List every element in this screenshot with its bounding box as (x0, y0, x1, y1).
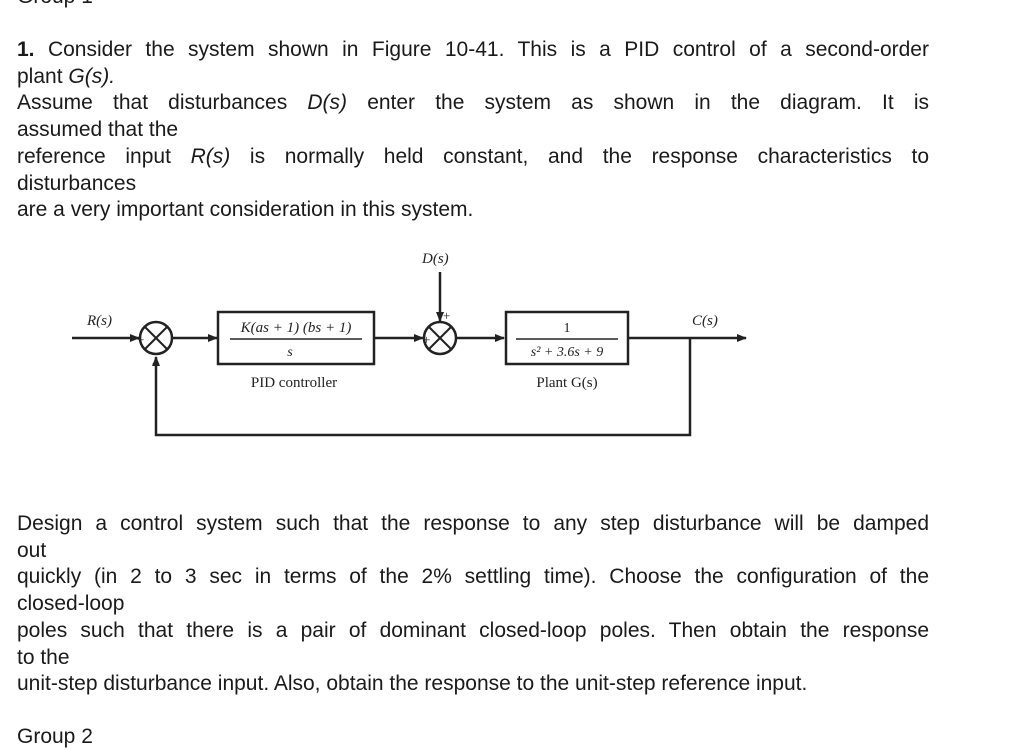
pid-denominator: s (287, 345, 293, 360)
design-line-3: quickly (in 2 to 3 sec in terms of the 2… (17, 565, 929, 589)
problem-line-7: are a very important consideration in th… (17, 198, 474, 222)
design-line-2: out (17, 538, 47, 562)
sum2-left-plus-sign: + (423, 332, 430, 347)
problem-number: 1. (17, 38, 35, 61)
plant-block: 1 s² + 3.6s + 9 (504, 310, 630, 366)
design-line-5: poles such that there is a pair of domin… (17, 618, 929, 642)
problem-line-5: reference input R(s) is normally held co… (17, 144, 929, 168)
design-line-1: Design a control system such that the re… (17, 512, 929, 535)
output-label: C(s) (692, 313, 718, 329)
feedback-path (152, 338, 692, 437)
design-line-6: to the (17, 645, 70, 669)
summing-junction-2: + + (422, 308, 458, 356)
problem-line-2: plant G(s). (17, 64, 116, 88)
group-heading-2: Group 2 (17, 725, 93, 748)
summing-junction-1: + − (137, 320, 174, 371)
sum2-top-plus-sign: + (443, 308, 450, 323)
design-requirements: Design a control system such that the re… (17, 511, 929, 698)
pid-caption: PID controller (251, 375, 337, 391)
disturbance-label: D(s) (421, 251, 449, 267)
pid-numerator: K(as + 1) (bs + 1) (240, 320, 352, 336)
input-label: R(s) (86, 313, 112, 329)
plant-denominator: s² + 3.6s + 9 (531, 345, 604, 360)
pid-controller-block: K(as + 1) (bs + 1) s (216, 310, 376, 366)
problem-line-1: 1. Consider the system shown in Figure 1… (17, 38, 929, 61)
block-diagram: R(s) + − K(as + 1) (bs + 1) s PID contro… (72, 251, 747, 437)
design-line-4: closed-loop (17, 592, 125, 616)
problem-line-6: disturbances (17, 171, 137, 195)
problem-line-3: Assume that disturbances D(s) enter the … (17, 91, 929, 115)
group-heading-1: Group 1 (17, 0, 93, 10)
problem-statement: 1. Consider the system shown in Figure 1… (17, 37, 929, 224)
sum1-plus-sign: + (137, 332, 144, 347)
plant-numerator: 1 (564, 321, 571, 336)
design-line-7: unit-step disturbance input. Also, obtai… (17, 672, 808, 696)
plant-caption: Plant G(s) (536, 375, 597, 391)
problem-line-4: assumed that the (17, 118, 179, 142)
